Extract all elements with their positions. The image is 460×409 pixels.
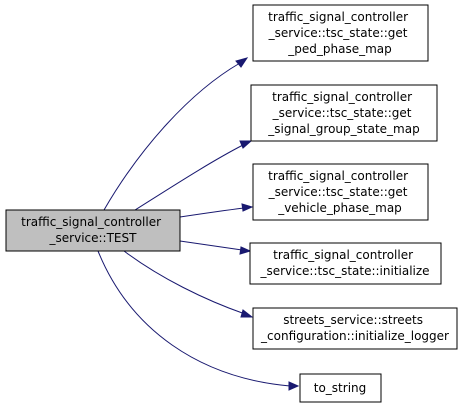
edge-test-to-get-vehicle-phase-map bbox=[179, 207, 245, 218]
edge-arrow-get-signal-group-state-map bbox=[239, 140, 253, 149]
node-to-string-label: to_string bbox=[314, 381, 367, 395]
node-get-signal-group-state-map-line-2: _service::tsc_state::get bbox=[272, 106, 412, 120]
node-test-label: traffic_signal_controller _service::TEST bbox=[21, 215, 165, 245]
node-initialize-logger-label: streets_service::streets _configuration:… bbox=[260, 313, 449, 343]
node-initialize-logger-box bbox=[252, 307, 458, 350]
node-initialize-logger-line-2: _configuration::initialize_logger bbox=[260, 329, 449, 343]
node-initialize-line-1: traffic_signal_controller bbox=[273, 248, 413, 262]
node-initialize-logger-line-1: streets_service::streets bbox=[283, 313, 423, 327]
edge-test-to-to-string bbox=[97, 250, 291, 387]
node-get-ped-phase-map-box bbox=[252, 4, 429, 62]
node-to-string-box bbox=[299, 373, 382, 403]
edge-test-to-get-signal-group-state-map bbox=[134, 144, 244, 211]
node-to-string-line-1: to_string bbox=[314, 381, 367, 395]
node-initialize[interactable]: traffic_signal_controller _service::tsc_… bbox=[249, 242, 442, 285]
node-get-ped-phase-map-line-3: _ped_phase_map bbox=[287, 42, 392, 56]
node-get-ped-phase-map-line-1: traffic_signal_controller bbox=[268, 10, 408, 24]
node-get-vehicle-phase-map-line-3: _vehicle_phase_map bbox=[277, 201, 402, 215]
edge-arrow-to-string bbox=[288, 381, 300, 391]
edge-arrow-get-ped-phase-map bbox=[235, 57, 249, 68]
node-get-ped-phase-map-label: traffic_signal_controller _service::tsc_… bbox=[268, 10, 412, 56]
node-get-signal-group-state-map-box bbox=[250, 84, 438, 142]
node-initialize-logger[interactable]: streets_service::streets _configuration:… bbox=[252, 307, 458, 350]
node-test-box bbox=[5, 209, 181, 252]
node-get-signal-group-state-map-label: traffic_signal_controller _service::tsc_… bbox=[267, 90, 419, 136]
edge-arrow-initialize bbox=[239, 246, 252, 255]
node-get-vehicle-phase-map-label: traffic_signal_controller _service::tsc_… bbox=[268, 169, 412, 215]
edge-test-to-get-ped-phase-map bbox=[103, 62, 241, 211]
call-edges bbox=[97, 57, 300, 391]
node-test-line-2: _service::TEST bbox=[49, 231, 138, 245]
node-initialize-label: traffic_signal_controller _service::tsc_… bbox=[259, 248, 429, 278]
node-test-line-1: traffic_signal_controller bbox=[21, 215, 161, 229]
node-initialize-line-2: _service::tsc_state::initialize bbox=[259, 264, 429, 278]
node-get-vehicle-phase-map-box bbox=[252, 163, 429, 221]
edge-test-to-initialize-logger bbox=[123, 250, 246, 315]
node-get-ped-phase-map[interactable]: traffic_signal_controller _service::tsc_… bbox=[252, 4, 429, 62]
node-test[interactable]: traffic_signal_controller _service::TEST bbox=[5, 209, 181, 252]
edge-arrow-initialize-logger bbox=[240, 309, 254, 318]
edge-arrow-get-vehicle-phase-map bbox=[241, 203, 254, 212]
node-to-string[interactable]: to_string bbox=[299, 373, 382, 403]
node-get-signal-group-state-map-line-1: traffic_signal_controller bbox=[272, 90, 412, 104]
edge-test-to-initialize bbox=[179, 240, 243, 251]
node-get-signal-group-state-map-line-3: _signal_group_state_map bbox=[267, 122, 419, 136]
node-get-signal-group-state-map[interactable]: traffic_signal_controller _service::tsc_… bbox=[250, 84, 438, 142]
node-get-vehicle-phase-map-line-2: _service::tsc_state::get bbox=[268, 185, 408, 199]
node-initialize-box bbox=[249, 242, 442, 285]
node-get-vehicle-phase-map[interactable]: traffic_signal_controller _service::tsc_… bbox=[252, 163, 429, 221]
node-get-ped-phase-map-line-2: _service::tsc_state::get bbox=[268, 26, 408, 40]
node-get-vehicle-phase-map-line-1: traffic_signal_controller bbox=[268, 169, 408, 183]
